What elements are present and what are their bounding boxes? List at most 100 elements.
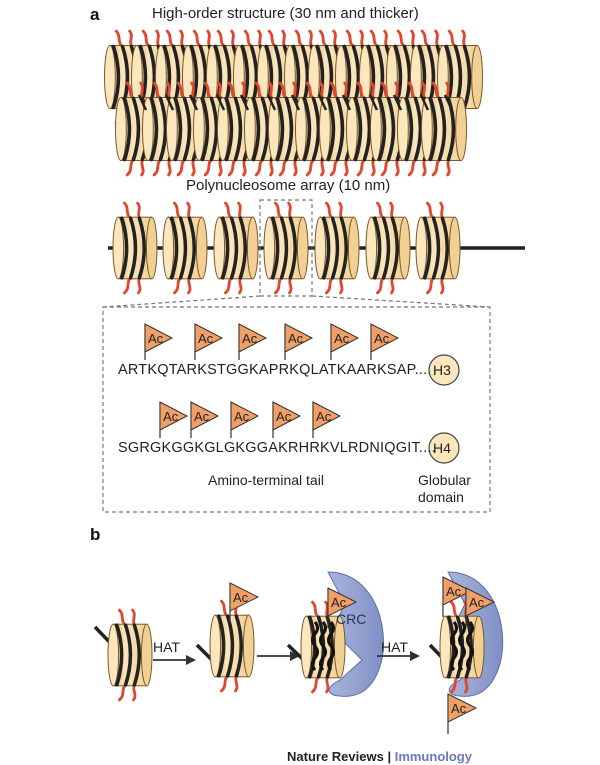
linker-dna [317,94,328,111]
zoom-box [259,199,313,297]
linker-dna [392,94,403,111]
flag-body [272,401,302,431]
nucleosome [415,201,461,295]
dna-wrap [149,96,159,162]
journal-section: Immunology [394,749,472,764]
linker-dna [215,94,226,111]
nucleosome-face [397,97,409,161]
ac-label: Ac [163,409,179,424]
nucleosome-face [107,623,120,687]
dna-wrap [251,96,261,162]
ac-flag: Ac [144,323,174,360]
nucleosome-face [333,615,346,679]
ac-label: Ac [242,331,258,346]
arrow-head [410,651,420,661]
flag-body [159,401,189,431]
h4-globular-circle [428,432,460,464]
nucleosome-face [142,97,154,161]
nucleosome-face [195,216,208,280]
dna-wrap [330,216,340,280]
loosened-dna [327,621,335,671]
ac-flag: Ac [190,401,220,438]
linker-dna [164,94,175,111]
h4-sequence: SGRGKGGKGLGKGGAKRHRKVLRDNIQGIT.... [118,440,436,456]
ac-label: Ac [234,409,250,424]
ac-label: Ac [446,584,462,599]
dna-wrap [173,96,183,162]
nucleosome-face [140,623,153,687]
nucleosome [263,201,309,295]
globular-label-line1: Globular [418,472,471,488]
ac-flag: Ac [159,401,189,438]
nucleosome-face [166,97,178,161]
hat-label-1: HAT [153,639,180,655]
nucleosome-face [455,97,468,161]
zoom-line-left [102,295,261,308]
dna-wrap [238,216,247,280]
flag-body [238,323,268,353]
journal-name: Nature Reviews [287,749,384,764]
dna-wrap [209,96,219,162]
ac-flag: Ac [370,323,400,360]
dna-wrap [224,96,234,162]
linker-dna [290,94,301,111]
nucleosome-face [209,614,222,678]
dna-wrap [437,96,447,162]
dna-wrap [229,216,239,280]
nucleosome-face [115,97,127,161]
dna-wrap [111,44,121,110]
globular-label-line2: domain [418,489,464,505]
dna-wrap [322,216,331,280]
dna-wrap [390,216,399,280]
dna-wrap [335,96,345,162]
ac-flag: Ac [312,401,342,438]
linker-dna [341,94,352,111]
dna-wrap [386,96,396,162]
nucleosome-face [421,97,433,161]
loosened-dna [466,621,474,671]
flag-body [442,576,473,606]
arrow-head [290,651,300,661]
nucleosome-face [398,216,411,280]
flag-body [465,587,496,617]
dna-wrap [462,44,472,110]
polynucleosome-array [112,201,461,295]
nucleosome-face [217,97,229,161]
ac-flag: Ac [238,323,268,360]
dna-wrap [279,216,289,280]
nucleosome-face [439,615,452,679]
dna-wrap [302,96,312,162]
ac-flag: Ac [447,693,478,734]
dna-wrap [413,96,423,162]
dna-wrap [440,216,449,280]
nucleosome-face [145,216,158,280]
dna-wrap [120,216,129,280]
linker-dna [266,94,277,111]
dna-wrap [284,96,294,162]
dna-wrap [326,96,336,162]
nucleosome-face [268,97,280,161]
nucleosome-face [296,216,309,280]
flag-body [144,323,174,353]
dna-wrap [373,216,382,280]
dna-wrap [339,216,348,280]
ac-label: Ac [198,331,214,346]
nucleosome [112,201,158,295]
nucleosome-face [162,216,175,280]
dna-wrap [132,623,141,687]
ac-label: Ac [331,595,347,610]
array-title: Polynucleosome array (10 nm) [186,177,391,194]
nucleosome-face [346,97,358,161]
nucleosome-face [244,97,256,161]
dna-wrap [221,216,230,280]
ac-label: Ac [148,331,164,346]
ac-flag: Ac [465,587,496,628]
ac-flag: Ac [442,576,473,617]
nucleosome [437,29,484,125]
ac-label: Ac [451,701,467,716]
ac-flag: Ac [327,587,358,628]
flag-body [230,401,260,431]
nucleosome-face [319,97,331,161]
nucleosome-face [370,97,382,161]
